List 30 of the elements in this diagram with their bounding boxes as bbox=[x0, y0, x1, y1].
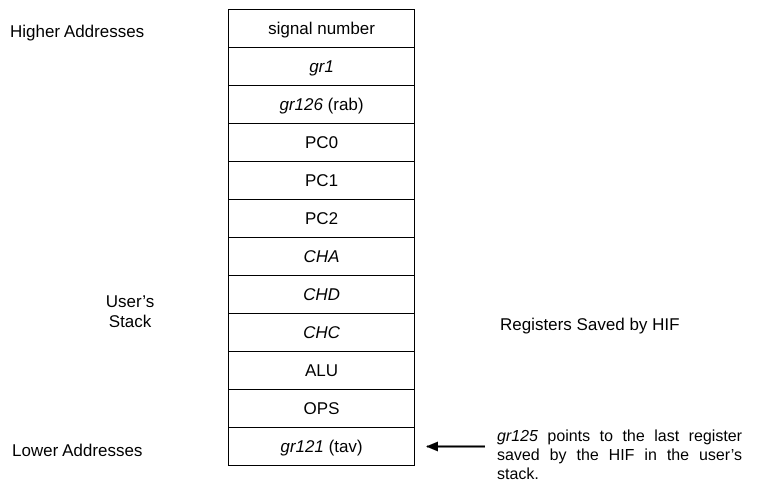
stack-cell bbox=[228, 351, 415, 390]
stack-cell bbox=[228, 161, 415, 200]
address-label: Registers Saved by HIF bbox=[500, 315, 681, 335]
stack-cell bbox=[228, 47, 415, 86]
register-name: ALU bbox=[304, 360, 338, 380]
stack-cell bbox=[228, 85, 415, 124]
note-text: gr125 points to the last register saved by the HIF in the user’s stack. bbox=[497, 427, 742, 484]
stack-cell bbox=[228, 313, 415, 352]
register-name: CHD bbox=[303, 284, 340, 304]
register-name: OPS bbox=[304, 398, 340, 418]
register-name: gr121 (tav) bbox=[280, 436, 363, 456]
address-label: Lower Addresses bbox=[12, 441, 144, 461]
stack-cell bbox=[228, 389, 415, 428]
stack-cell bbox=[228, 275, 415, 314]
register-name: PC2 bbox=[304, 208, 338, 228]
address-label: Higher Addresses bbox=[10, 22, 146, 42]
register-name: CHA bbox=[304, 246, 340, 266]
register-name: signal number bbox=[268, 18, 375, 38]
stack-cell bbox=[228, 199, 415, 238]
stack-cell bbox=[228, 427, 415, 466]
arrow bbox=[426, 442, 485, 452]
stack-cell bbox=[228, 9, 415, 48]
register-name: PC0 bbox=[304, 132, 338, 152]
register-name: PC1 bbox=[304, 170, 338, 190]
stack-cell bbox=[228, 237, 415, 276]
register-name: CHC bbox=[303, 322, 340, 342]
register-name: gr126 (rab) bbox=[279, 94, 364, 114]
stack-cell bbox=[228, 123, 415, 162]
stack-label: User’s Stack bbox=[104, 292, 156, 332]
register-name: gr1 bbox=[309, 56, 334, 76]
